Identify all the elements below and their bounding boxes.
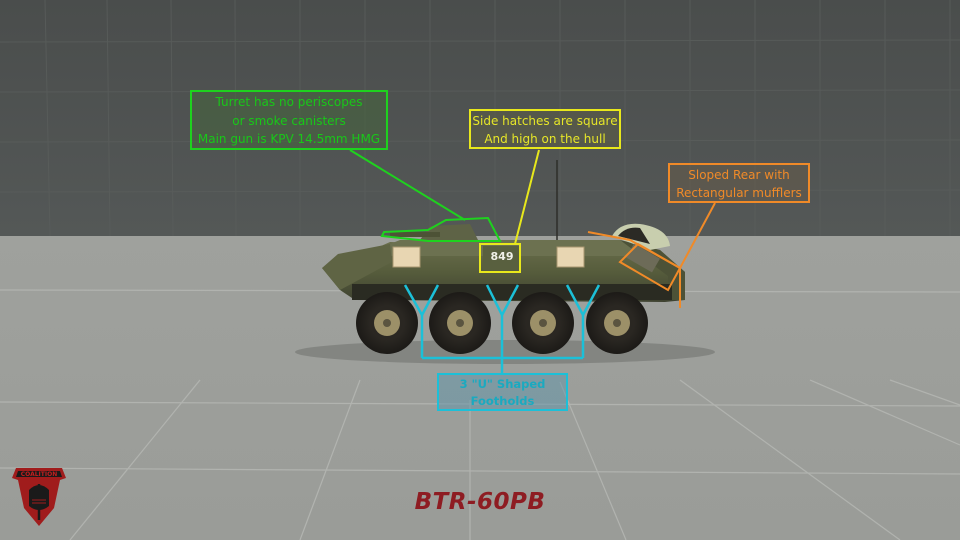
- callout-turret-line-1: Turret has no periscopes: [215, 95, 363, 109]
- footholds-annotation-lines: [403, 284, 601, 373]
- btr-60pb-vehicle: [322, 160, 685, 302]
- vehicle-shadow: [295, 340, 715, 364]
- rear-annotation-lines: [587, 202, 716, 308]
- vehicle-title: BTR-60PB: [414, 489, 546, 515]
- callout-footholds-line-2: Footholds: [470, 394, 535, 408]
- callout-turret: Turret has no periscopes or smoke canist…: [190, 90, 388, 150]
- callout-turret-line-3: Main gun is KPV 14.5mm HMG: [197, 132, 381, 146]
- callout-turret-line-2: or smoke canisters: [232, 113, 346, 128]
- turret-annotation-lines: [349, 149, 502, 242]
- callout-hatches-line-1: Side hatches are square: [472, 114, 618, 128]
- callout-hatches: Side hatches are square And high on the …: [469, 109, 621, 149]
- callout-hatches-line-2: And high on the hull: [484, 132, 606, 146]
- callout-rear-line-2: Rectangular mufflers: [676, 186, 802, 200]
- callout-rear-line-1: Sloped Rear with: [688, 168, 790, 182]
- coalition-knight-helmet-shield-icon: COALITION: [12, 468, 66, 526]
- hatches-annotation-lines: [479, 149, 540, 273]
- callout-footholds: 3 "U" Shaped Footholds: [437, 373, 568, 411]
- coalition-logo: COALITION: [10, 462, 68, 530]
- logo-text: COALITION: [21, 471, 58, 478]
- hull-number: 849: [490, 250, 514, 263]
- callout-footholds-line-1: 3 "U" Shaped: [459, 377, 546, 391]
- wheels: [356, 292, 648, 354]
- callout-rear: Sloped Rear with Rectangular mufflers: [668, 163, 810, 203]
